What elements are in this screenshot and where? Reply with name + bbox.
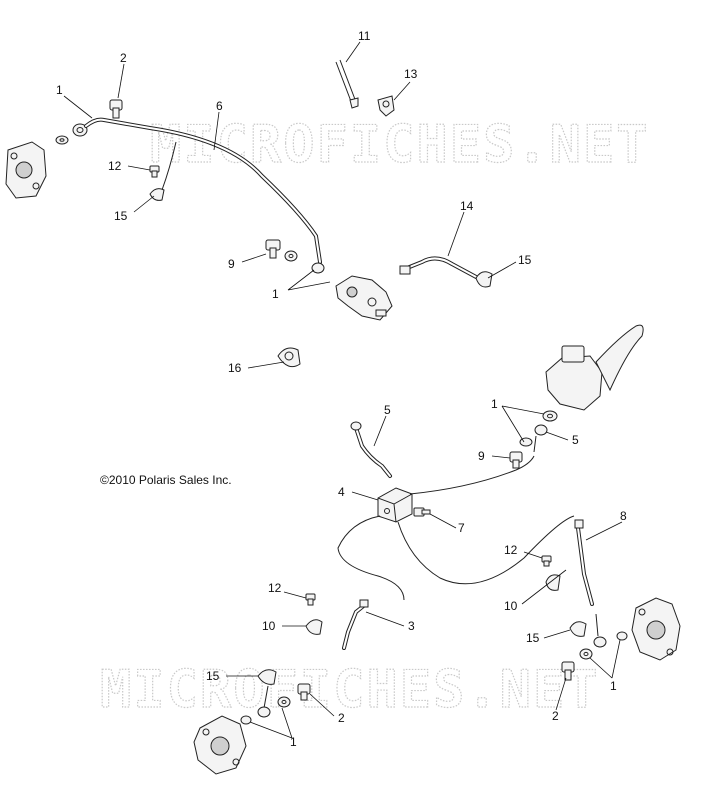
clip-10-lower [305,619,323,635]
callout-12-lower: 12 [268,581,282,595]
callout-2-top: 2 [120,51,127,65]
handlebar-master-cylinder-lever [545,324,644,411]
banjo-bolt-9-top [265,239,281,259]
callout-1-top-middle: 1 [272,287,279,301]
caliper-rear-left [193,715,247,775]
callout-7: 7 [458,521,465,535]
cable-tie-11 [335,59,359,109]
callout-8: 8 [620,509,627,523]
callout-numbers: 1 2 6 11 13 12 15 9 1 14 15 16 1 5 5 9 4… [56,29,627,749]
screw-12-lower [305,593,316,606]
callout-15-lower-left: 15 [206,669,220,683]
brake-switch-7 [413,507,431,517]
brake-line-6 [84,117,325,274]
callout-10-middle: 10 [504,599,518,613]
callout-1-middle: 1 [491,397,498,411]
callout-5-left: 5 [384,403,391,417]
washer-1-lower-right-b [616,631,628,641]
washer-1-top-left [55,135,69,145]
callout-12-middle: 12 [504,543,518,557]
callout-2-lower-left: 2 [338,711,345,725]
brake-lines-from-block [337,455,575,601]
banjo-fitting-top-left [72,123,88,137]
callout-1-lower-right: 1 [610,679,617,693]
callout-9-top: 9 [228,257,235,271]
callout-1-lower-left: 1 [290,735,297,749]
callout-9-middle: 9 [478,449,485,463]
watermark-bottom: MICROFICHES.NET [100,660,600,720]
screw-12-middle [541,555,552,567]
brake-line-5-left [350,421,392,478]
callout-1-top-left: 1 [56,83,63,97]
banjo-line-5-right [533,424,548,453]
washer-1-middle-lower [519,437,533,447]
callout-15-top: 15 [114,209,128,223]
clip-16 [277,347,301,368]
callout-6: 6 [216,99,223,113]
callout-10-lower: 10 [262,619,276,633]
callout-11: 11 [358,29,371,43]
callout-15-top-right: 15 [518,253,532,267]
washer-1-lower-left-b [240,715,252,725]
clip-13 [377,95,395,117]
copyright-notice: ©2010 Polaris Sales Inc. [100,473,232,487]
clip-15-lower-right [569,621,587,637]
banjo-bolt-2-top [109,99,123,119]
banjo-lower-left [257,685,271,718]
clip-15-lower-left [257,669,277,685]
clip-15-top-right [475,271,493,288]
brake-line-3 [342,599,369,650]
brake-line-8 [574,519,594,606]
master-cylinder [335,275,393,321]
washer-1-lower-right-a [579,648,593,660]
clip-10-middle [545,574,561,591]
distribution-block-4 [377,487,413,523]
callout-16: 16 [228,361,242,375]
washer-1-top-middle [284,250,298,262]
callout-14: 14 [460,199,474,213]
callout-2-lower-right: 2 [552,709,559,723]
callout-15-lower-right: 15 [526,631,540,645]
callout-13: 13 [404,67,418,81]
washer-1-lower-left-a [277,696,291,708]
watermark-top: MICROFICHES.NET [150,115,650,175]
banjo-bolt-9-middle [509,451,523,469]
banjo-bolt-2-lower-left [297,683,311,701]
screw-12-top [149,165,160,178]
callout-5-right: 5 [572,433,579,447]
clip-15-top [149,188,165,201]
brake-hose-14 [399,256,480,280]
caliper-front-left [5,141,47,199]
callout-12-top: 12 [108,159,122,173]
leader-lines [63,41,623,739]
banjo-lower-right [593,613,607,648]
banjo-bolt-2-lower-right [561,661,575,681]
washer-1-middle [542,410,558,422]
callout-3: 3 [408,619,415,633]
caliper-rear-right [631,597,681,661]
callout-4: 4 [338,485,345,499]
